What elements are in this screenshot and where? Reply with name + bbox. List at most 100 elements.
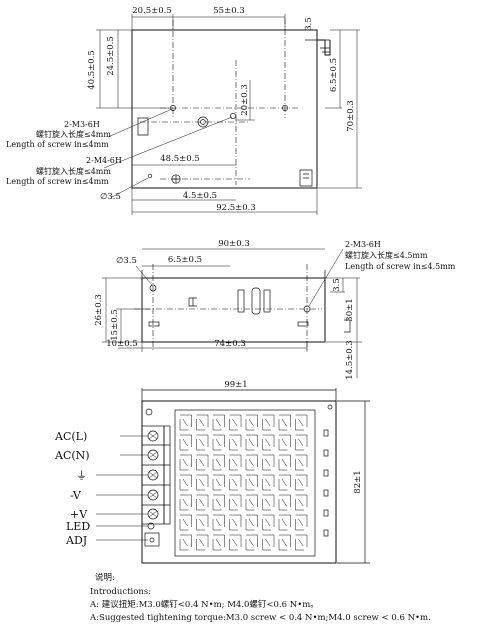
vent-cell [262,474,275,491]
vent-cell [295,414,308,431]
vent-cell [196,434,209,451]
vent-cell [229,474,242,491]
terminal-screws [147,430,159,520]
dim-6-5-side: 6.5±0.5 [168,255,202,265]
m3-label-side: 2-M3-6H [345,240,381,249]
vent-cell [179,474,192,491]
vent-cell [245,454,258,471]
vent-cell [245,514,258,531]
vent-cell [262,534,275,551]
vent-cell [295,454,308,471]
vent-cell [179,454,192,471]
dim-4-5: 4.5±0.5 [183,191,217,201]
terminal-label-plus-v: +V [70,508,88,521]
dim-10: 10±0.5 [106,339,137,349]
vent-cell [278,474,291,491]
m4-en-top: Length of screw in≤4mm [6,177,109,186]
dim-14-5: 14.5±0.3 [345,340,355,380]
vent-cell [295,494,308,511]
dim-26: 26±0.3 [94,294,104,325]
vent-grid-area [174,409,316,557]
led-label: LED [66,520,90,533]
m4-cn-top: 螺钉旋入长度≤4mm [36,166,111,176]
vent-cell [229,454,242,471]
m4-label-top: 2-M4-6H [86,156,122,165]
dim-92-5: 92.5±0.3 [216,203,256,213]
right-side-slots [323,429,329,537]
notes-intro: Introductions: [90,587,151,597]
dia-3-5-side: ∅3.5 [116,256,137,266]
adj-potentiometer [144,532,160,547]
vent-cell [179,494,192,511]
vent-cell [212,434,225,451]
top-view-outline [131,29,318,189]
dim-15: 15±0.5 [110,309,120,340]
vent-cell [212,474,225,491]
vent-cell [229,494,242,511]
m3-en-side: Length of screw in≤4.5mm [345,262,456,271]
vent-cell [245,474,258,491]
vent-cell [295,514,308,531]
notes-line-cn: A: 建议扭矩:M3.0螺钉<0.4 N•m; M4.0螺钉<0.6 N•m。 [89,599,319,610]
vent-cell [179,434,192,451]
dim-48-5: 48.5±0.5 [160,154,200,164]
dim-3-5-top: 3.5 [304,17,314,31]
dim-20-right: 20±0.3 [240,84,250,115]
dim-82: 82±1 [353,470,363,493]
vent-cell [245,434,258,451]
vent-cell [278,494,291,511]
vent-cell [212,534,225,551]
dim-99: 99±1 [224,380,247,390]
side-view: 90±0.3 6.5±0.5 ∅3.5 2-M3-6H 螺钉旋入长度≤4.5mm… [94,239,456,380]
side-view-outline [141,277,326,343]
dim-6-5: 6.5±0.5 [329,58,339,92]
vent-cell [229,514,242,531]
vent-cell [179,414,192,431]
vent-cell [229,534,242,551]
vent-cell [245,534,258,551]
vent-cell [196,514,209,531]
vent-cell [179,514,192,531]
vent-cell [278,434,291,451]
vent-cell [196,454,209,471]
dim-70: 70±0.3 [346,100,356,131]
vent-cell [212,494,225,511]
vent-cell [295,534,308,551]
notes: 说明: Introductions: A: 建议扭矩:M3.0螺钉<0.4 N•… [89,572,431,623]
notes-line-en: A:Suggested tightening torque:M3.0 screw… [89,613,431,623]
vent-cell [196,534,209,551]
notes-title: 说明: [95,572,115,583]
adj-label: ADJ [65,534,87,547]
vent-cell [212,414,225,431]
terminal-label-acl: AC(L) [54,430,87,443]
dim-40-5: 40.5±0.5 [87,50,97,90]
vent-cell [262,434,275,451]
vent-cell [278,534,291,551]
dia-3-5-top: ∅3.5 [100,192,121,202]
vent-cell [245,414,258,431]
vent-cell [212,514,225,531]
vent-cell [212,454,225,471]
terminal-label-minus-v: -V [70,489,82,502]
top-view-notch [317,39,331,56]
vent-cell [278,514,291,531]
dim-24-5: 24.5±0.5 [106,36,116,76]
vent-cell [295,474,308,491]
front-view: 99±1 82±1 AC(L) AC(N) ⏚ - [54,380,370,564]
vent-cell [262,514,275,531]
vent-cell [229,434,242,451]
top-view: 20.5±0.5 55±0.3 3.5 40.5±0.5 24.5±0.5 6.… [6,6,362,215]
m3-cn-side: 螺钉旋入长度≤4.5mm [345,250,428,260]
dim-30: 30±1 [345,298,355,321]
vent-cell [262,454,275,471]
m3-label-top: 2-M3-6H [64,120,100,129]
vent-cell [278,414,291,431]
hole-m4-upper [230,113,236,119]
terminal-label-acn: AC(N) [54,449,90,462]
vent-cell [179,534,192,551]
vent-cell [245,494,258,511]
dim-90: 90±0.3 [218,239,249,249]
vent-cell [229,414,242,431]
dim-55: 55±0.3 [213,6,244,16]
